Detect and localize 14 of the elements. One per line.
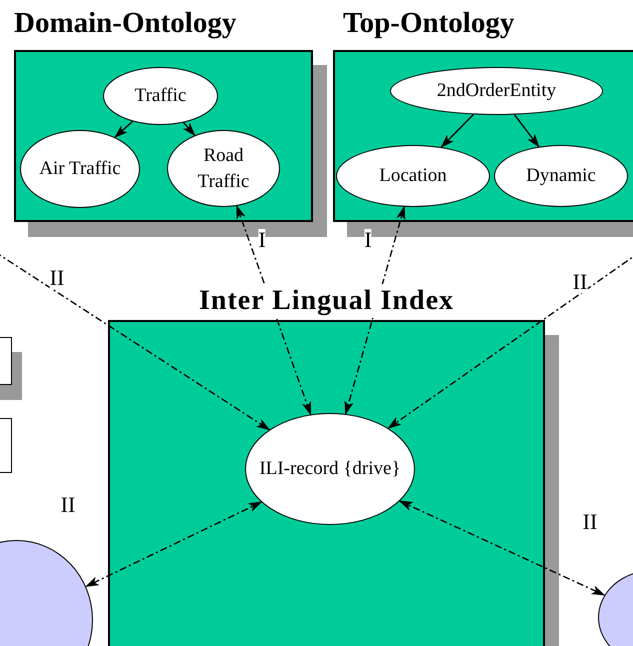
concept-ellipse: Location xyxy=(336,145,490,207)
arrow xyxy=(114,120,134,138)
concept-ellipse: 2ndOrderEntity xyxy=(390,67,603,115)
concept-ellipse: ILI-record {drive} xyxy=(245,413,415,525)
concept-ellipse: Air Traffic xyxy=(20,130,140,208)
arrow xyxy=(514,114,540,148)
arrow xyxy=(84,501,262,588)
concept-ellipse: Road Traffic xyxy=(167,130,280,207)
arrow xyxy=(182,122,196,136)
concept-ellipse: Traffic xyxy=(103,67,218,125)
group-title: Inter Lingual Index xyxy=(199,284,454,318)
concept-ellipse: Dynamic xyxy=(494,145,628,207)
arrow xyxy=(398,500,606,596)
arrow xyxy=(440,114,474,148)
